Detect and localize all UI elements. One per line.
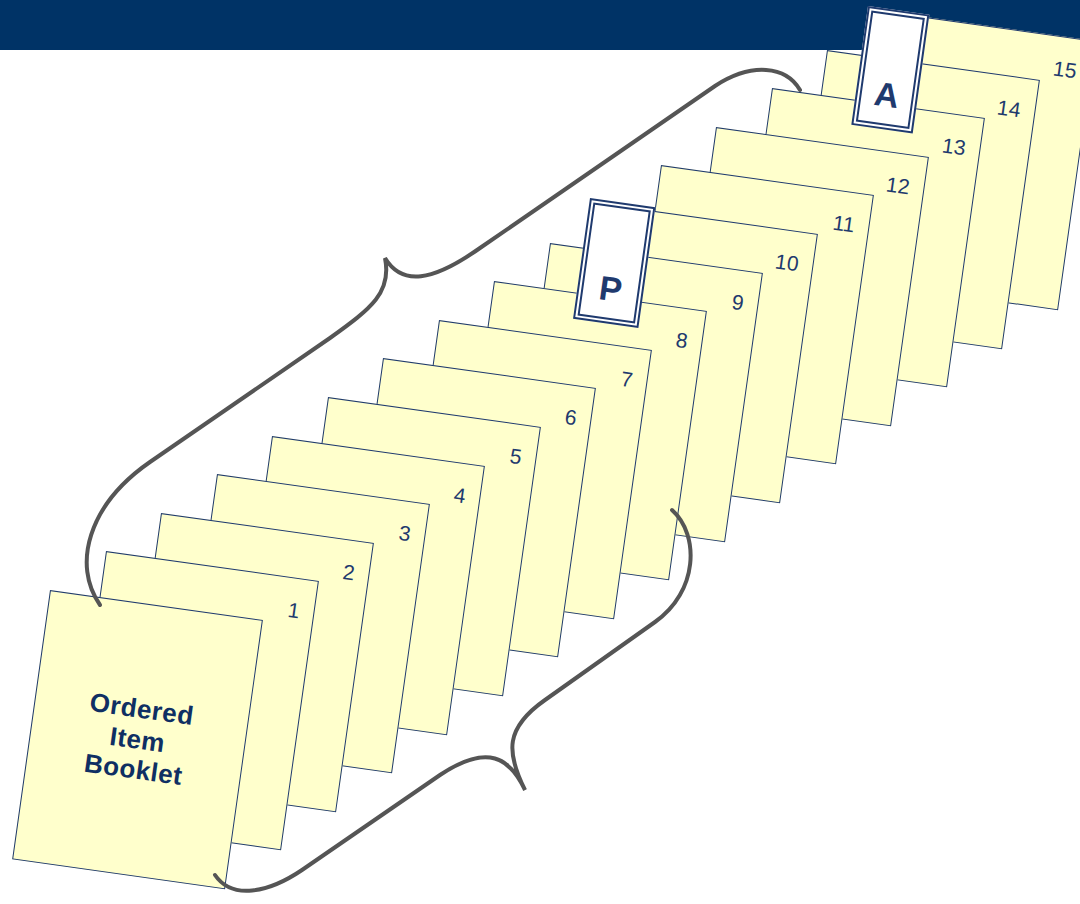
page-number: 9 bbox=[730, 290, 745, 315]
page-number: 4 bbox=[452, 483, 467, 508]
page-number: 7 bbox=[619, 367, 634, 392]
page-number: 6 bbox=[563, 405, 578, 430]
page-number: 2 bbox=[341, 560, 356, 585]
page-number: 14 bbox=[996, 95, 1022, 122]
page-number: 8 bbox=[674, 328, 689, 353]
page-number: 3 bbox=[397, 521, 412, 546]
page-number: 10 bbox=[774, 249, 800, 276]
page-number: 13 bbox=[940, 134, 966, 161]
page-number: 1 bbox=[286, 598, 301, 623]
page-number: 15 bbox=[1051, 56, 1077, 83]
page-number: 11 bbox=[831, 211, 856, 238]
page-number: 5 bbox=[508, 444, 523, 469]
bookmark-letter: A bbox=[872, 76, 901, 113]
booklet-cover: Ordered Item Booklet bbox=[12, 590, 263, 889]
booklet-title: Ordered Item Booklet bbox=[67, 685, 209, 794]
bookmark-letter: P bbox=[597, 270, 624, 307]
page-number: 12 bbox=[885, 172, 911, 199]
